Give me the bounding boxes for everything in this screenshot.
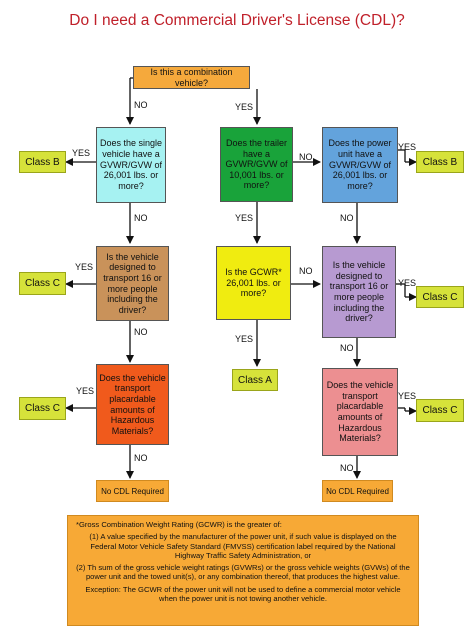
class-a-outcome: Class A bbox=[232, 369, 278, 391]
yes-label-single: YES bbox=[72, 148, 91, 158]
right-hazmat-question: Does the vehicle transport placardable a… bbox=[322, 368, 398, 456]
no-label-trailer: NO bbox=[299, 152, 313, 162]
trailer-gvwr-question: Does the trailer have a GVWR/GVW of 10,0… bbox=[220, 127, 293, 202]
page-title: Do I need a Commercial Driver's License … bbox=[69, 12, 405, 29]
yes-label-power: YES bbox=[398, 142, 417, 152]
no-label-right-transport: NO bbox=[340, 343, 354, 353]
class-c-right-outcome-1: Class C bbox=[416, 286, 464, 308]
yes-label-left-hazmat: YES bbox=[76, 386, 95, 396]
single-vehicle-gvwr-question: Does the single vehicle have a GVWR/GVW … bbox=[96, 127, 166, 203]
yes-label-right-transport: YES bbox=[398, 278, 417, 288]
left-hazmat-question: Does the vehicle transport placardable a… bbox=[96, 364, 169, 445]
class-c-left-outcome-1: Class C bbox=[19, 272, 66, 295]
no-label-right-hazmat: NO bbox=[340, 463, 354, 473]
power-unit-gvwr-question: Does the power unit have a GVWR/GVW of 2… bbox=[322, 127, 398, 203]
yes-label-combo: YES bbox=[235, 102, 254, 112]
footnote-exception: Exception: The GCWR of the power unit wi… bbox=[85, 584, 401, 603]
no-label-gcwr: NO bbox=[299, 266, 313, 276]
gcwr-question: Is the GCWR* 26,001 lbs. or more? bbox=[216, 246, 291, 320]
gcwr-footnote: *Gross Combination Weight Rating (GCWR) … bbox=[67, 515, 419, 626]
no-label-single: NO bbox=[134, 213, 148, 223]
class-b-right-outcome: Class B bbox=[416, 151, 464, 173]
no-label-power: NO bbox=[340, 213, 354, 223]
class-b-left-outcome: Class B bbox=[19, 151, 66, 173]
footnote-intro: *Gross Combination Weight Rating (GCWR) … bbox=[76, 520, 282, 529]
no-cdl-right-outcome: No CDL Required bbox=[322, 480, 393, 502]
footnote-item-2: (2) Th sum of the gross vehicle weight r… bbox=[76, 563, 410, 582]
no-cdl-left-outcome: No CDL Required bbox=[96, 480, 169, 502]
class-c-right-outcome-2: Class C bbox=[416, 399, 464, 422]
no-label-left-transport: NO bbox=[134, 327, 148, 337]
yes-label-right-hazmat: YES bbox=[398, 391, 417, 401]
yes-label-left-transport: YES bbox=[75, 262, 94, 272]
combination-vehicle-question: Is this a combination vehicle? bbox=[133, 66, 250, 89]
class-c-left-outcome-2: Class C bbox=[19, 397, 66, 420]
no-label-combo: NO bbox=[134, 100, 148, 110]
no-label-left-hazmat: NO bbox=[134, 453, 148, 463]
left-transport-16-question: Is the vehicle designed to transport 16 … bbox=[96, 246, 169, 321]
footnote-item-1: (1) A value specified by the manufacture… bbox=[89, 532, 397, 560]
right-transport-16-question: Is the vehicle designed to transport 16 … bbox=[322, 246, 396, 338]
yes-label-trailer: YES bbox=[235, 213, 254, 223]
yes-label-gcwr: YES bbox=[235, 334, 254, 344]
